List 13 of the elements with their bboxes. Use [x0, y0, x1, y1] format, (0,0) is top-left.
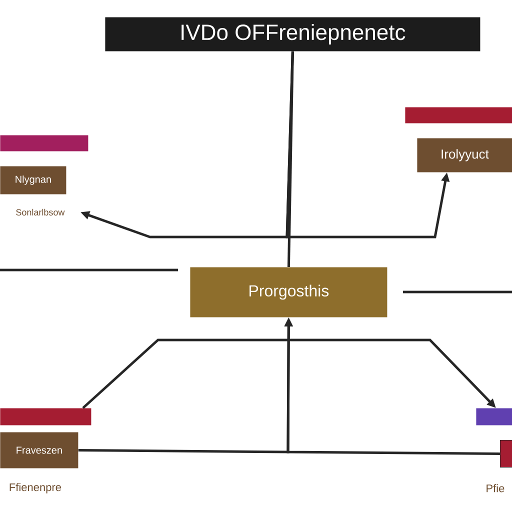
color-bar — [0, 408, 92, 426]
node-text: Pfie — [486, 484, 504, 492]
label-box: Nlygnan — [0, 166, 66, 194]
central-box: Prorgosthis — [190, 267, 388, 318]
title-box: IVDo OFFreniepnenetc — [105, 17, 480, 52]
label-box: Fraveszen — [0, 432, 78, 468]
color-block — [500, 440, 512, 468]
node-text: Ffienenpre — [10, 483, 61, 494]
color-bar — [0, 135, 88, 152]
node-text: Sonlarlbsow — [16, 208, 65, 216]
color-bar — [405, 107, 512, 124]
label-box: Irolyyuct — [417, 138, 512, 172]
color-bar — [476, 408, 512, 426]
